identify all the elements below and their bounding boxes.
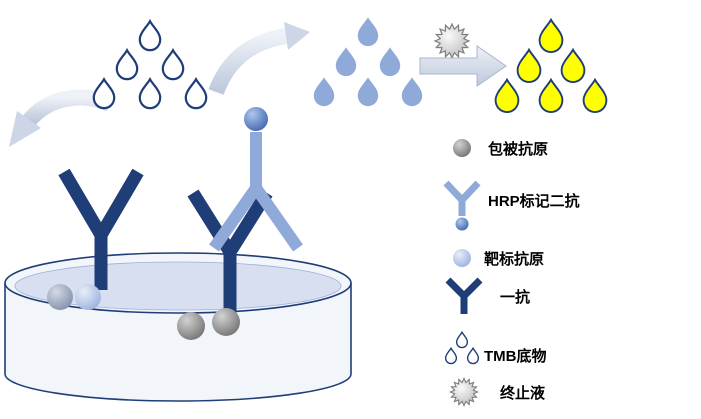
drop-icon bbox=[538, 78, 564, 114]
drop-icon bbox=[466, 347, 480, 365]
legend-item-primary-antibody: 一抗 bbox=[445, 277, 530, 314]
drop-icon bbox=[184, 78, 208, 110]
well-rim-outline bbox=[4, 252, 352, 314]
legend-label-hrp-secondary: HRP标记二抗 bbox=[488, 192, 580, 210]
coated-antigen-sphere bbox=[177, 312, 205, 340]
drop-icon bbox=[560, 48, 586, 84]
curved-arrow-top-head bbox=[284, 22, 310, 50]
well-wall-outline bbox=[4, 283, 352, 402]
legend-label-tmb-substrate: TMB底物 bbox=[484, 347, 547, 365]
drop-icon bbox=[455, 331, 469, 349]
hrp-enzyme-sphere bbox=[244, 107, 268, 131]
hrp-secondary-antibody-icon bbox=[443, 180, 481, 216]
reaction-arrow-right-shape bbox=[419, 45, 507, 87]
drop-icon bbox=[357, 77, 379, 107]
drop-icon bbox=[538, 18, 564, 53]
legend-label-coated-antigen: 包被抗原 bbox=[488, 140, 548, 158]
legend-item-hrp-secondary: HRP标记二抗 bbox=[443, 180, 580, 231]
primary-antibody-center bbox=[187, 189, 273, 313]
reaction-arrow-right bbox=[419, 45, 507, 87]
drop-icon bbox=[444, 347, 458, 365]
legend-item-stop-solution: 终止液 bbox=[449, 377, 546, 407]
secondary-antibody-arms bbox=[443, 180, 481, 206]
primary-antibody-left bbox=[58, 168, 144, 290]
drop-icon bbox=[138, 20, 162, 52]
drop-icon bbox=[401, 77, 423, 107]
stop-solution-burst-icon bbox=[434, 23, 470, 59]
coated-antigen-sphere-icon bbox=[453, 139, 471, 157]
drop-icon bbox=[92, 78, 116, 110]
drop-icon bbox=[379, 47, 401, 77]
colored-product-drops-cluster bbox=[494, 18, 608, 114]
legend: 包被抗原 HRP标记二抗 靶标抗原 一抗 bbox=[443, 139, 580, 407]
stop-solution-burst-icon bbox=[449, 377, 479, 407]
legend-label-stop-solution: 终止液 bbox=[500, 384, 546, 402]
primary-antibody-arms bbox=[445, 277, 483, 301]
drop-icon bbox=[335, 47, 357, 77]
primary-antibody-arms bbox=[58, 168, 144, 248]
substrate-drops-cluster bbox=[92, 20, 208, 110]
drop-icon bbox=[494, 78, 520, 114]
legend-label-primary-antibody: 一抗 bbox=[500, 288, 530, 306]
tmb-substrate-drops-icon bbox=[444, 331, 480, 365]
coated-antigen-sphere bbox=[212, 308, 240, 336]
hrp-secondary-antibody bbox=[209, 132, 303, 252]
primary-antibody-icon bbox=[445, 277, 483, 314]
curved-arrow-top-band bbox=[208, 28, 288, 96]
coated-antigen-spheres bbox=[177, 308, 240, 340]
drop-icon bbox=[138, 78, 162, 110]
drop-icon bbox=[582, 78, 608, 114]
target-antigen-sphere bbox=[75, 284, 101, 310]
coated-antigen-sphere bbox=[47, 284, 73, 310]
curved-arrow-top bbox=[208, 22, 310, 96]
legend-label-target-antigen: 靶标抗原 bbox=[484, 250, 544, 268]
drop-icon bbox=[161, 49, 185, 81]
drop-icon bbox=[516, 48, 542, 84]
legend-item-target-antigen: 靶标抗原 bbox=[453, 249, 544, 268]
bound-substrate-drops-cluster bbox=[313, 17, 423, 107]
drop-icon bbox=[313, 77, 335, 107]
legend-item-tmb-substrate: TMB底物 bbox=[444, 331, 547, 365]
drop-icon bbox=[357, 17, 379, 47]
target-antigen-sphere-icon bbox=[453, 249, 471, 267]
curved-arrow-left-head bbox=[9, 111, 41, 147]
antigen-sphere-pair bbox=[47, 284, 101, 310]
curved-arrow-left bbox=[9, 89, 114, 147]
detection-complex bbox=[187, 107, 303, 313]
legend-item-coated-antigen: 包被抗原 bbox=[453, 139, 548, 158]
hrp-enzyme-sphere-icon bbox=[455, 217, 469, 231]
drop-icon bbox=[115, 49, 139, 81]
